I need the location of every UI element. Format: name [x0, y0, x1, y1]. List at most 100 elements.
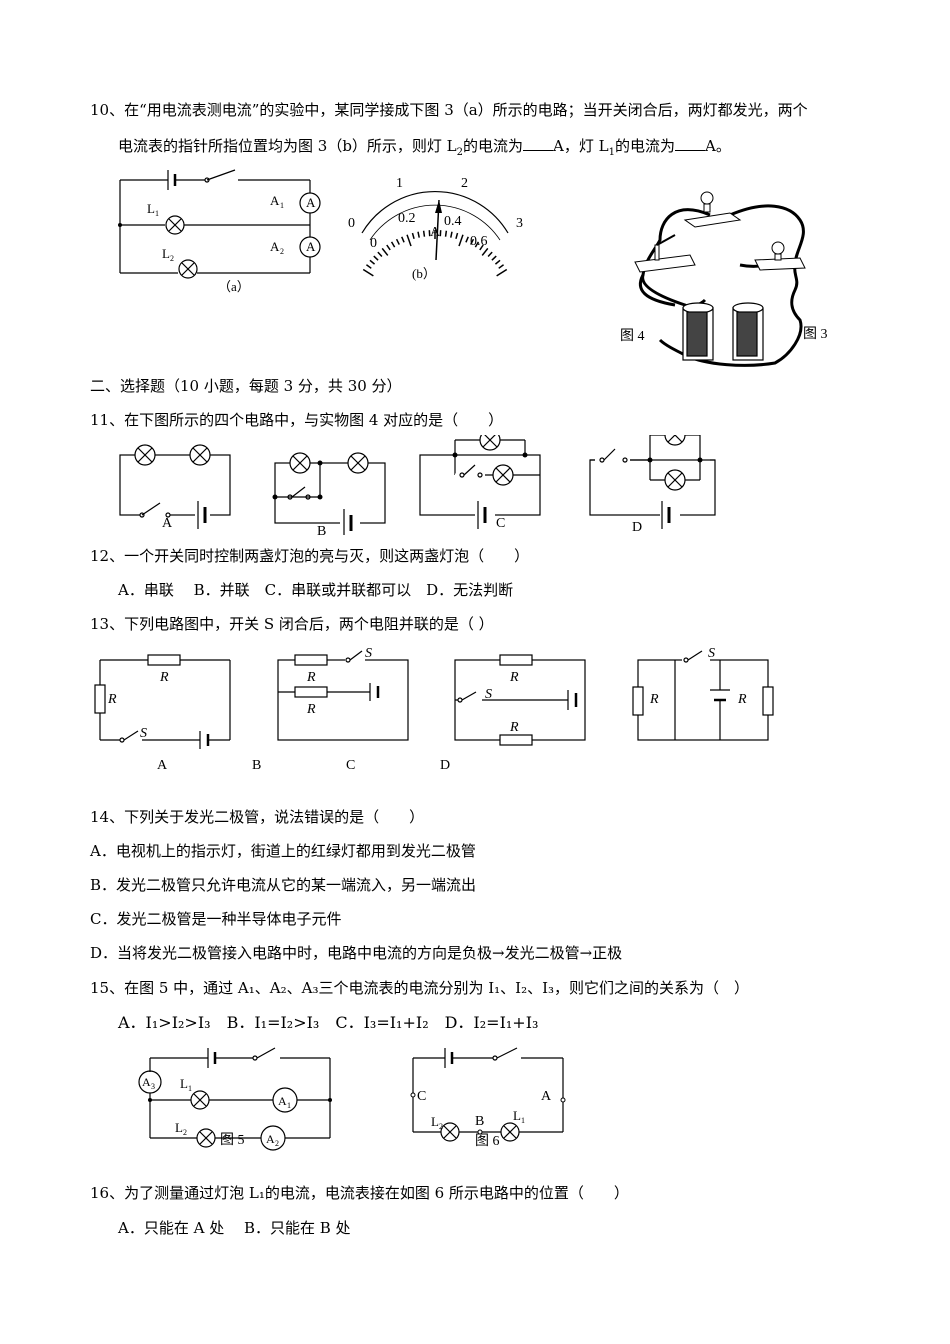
- svg-text:A: A: [266, 1132, 275, 1146]
- svg-text:C: C: [346, 758, 355, 773]
- svg-text:L: L: [513, 1108, 521, 1123]
- meter-tick: [494, 259, 501, 265]
- svg-text:L: L: [175, 1120, 183, 1135]
- meter-tick: [369, 259, 376, 265]
- meter-tick: [366, 264, 372, 269]
- meter-tick: [401, 236, 405, 243]
- svg-text:A: A: [270, 239, 280, 254]
- meter-tick: [381, 247, 389, 256]
- q14-stem: 14、下列关于发光二极管，说法错误的是（ ）: [90, 808, 425, 826]
- q12-options: A．串联 B．并联 C．串联或并联都可以 D．无法判断: [118, 581, 514, 599]
- svg-text:1: 1: [287, 1101, 291, 1110]
- q11-circuits: A B C D: [119, 435, 716, 535]
- svg-text:2: 2: [280, 247, 284, 256]
- svg-text:0.2: 0.2: [398, 211, 416, 226]
- meter-tick: [458, 234, 464, 247]
- q14-option-a: A．电视机上的指示灯，街道上的红绿灯都用到发光二极管: [90, 842, 476, 860]
- meter-tick: [362, 268, 374, 277]
- svg-text:S: S: [708, 646, 715, 661]
- meter-tick: [395, 238, 400, 245]
- svg-text:R: R: [159, 670, 169, 685]
- svg-text:C: C: [417, 1089, 426, 1104]
- svg-text:0: 0: [348, 216, 355, 231]
- q12-stem: 12、一个开关同时控制两盏灯泡的亮与灭，则这两盏灯泡（ ）: [90, 547, 530, 565]
- svg-text:R: R: [649, 692, 659, 707]
- q14-option-c: C．发光二极管是一种半导体电子元件: [90, 910, 342, 928]
- svg-text:1: 1: [280, 201, 284, 210]
- q10-line1: 10、在“用电流表测电流”的实验中，某同学接成下图 3（a）所示的电路；当开关闭…: [90, 101, 808, 119]
- svg-text:B: B: [252, 758, 261, 773]
- meter-tick: [417, 231, 420, 238]
- svg-text:A: A: [157, 758, 168, 773]
- meter-tick: [377, 251, 383, 258]
- svg-text:2: 2: [183, 1128, 187, 1137]
- meter-tick: [487, 251, 493, 258]
- svg-text:1: 1: [396, 176, 403, 191]
- svg-text:图 5: 图 5: [220, 1133, 245, 1148]
- meter-tick: [390, 241, 396, 248]
- svg-text:R: R: [107, 692, 117, 707]
- svg-text:R: R: [306, 670, 316, 685]
- svg-text:3: 3: [516, 216, 523, 231]
- svg-text:A: A: [430, 225, 441, 240]
- svg-text:L: L: [147, 201, 155, 216]
- svg-text:图 6: 图 6: [475, 1134, 500, 1149]
- svg-text:B: B: [317, 524, 326, 535]
- svg-text:图 3: 图 3: [803, 327, 828, 342]
- meter-tick: [455, 232, 459, 240]
- q13-stem: 13、下列电路图中，开关 S 闭合后，两个电阻并联的是（ ）: [90, 615, 494, 633]
- meter-tick: [481, 247, 489, 256]
- svg-text:A: A: [142, 1075, 151, 1089]
- q15-stem: 15、在图 5 中，通过 A₁、A₂、A₃三个电流表的电流分别为 I₁、I₂、I…: [90, 979, 750, 997]
- fig3b-ammeter-dial: 0 1 2 3 0 0.2 0.4 0.6 A (b）: [348, 176, 523, 281]
- meter-tick: [470, 238, 475, 245]
- svg-text:R: R: [509, 670, 519, 685]
- q14-option-b: B．发光二极管只允许电流从它的某一端流入，另一端流出: [90, 876, 477, 894]
- meter-tick: [373, 255, 379, 261]
- meter-tick: [479, 244, 484, 251]
- svg-text:2: 2: [439, 1122, 443, 1131]
- fig4-physical-circuit: 图 4 图 3: [620, 191, 828, 367]
- svg-text:A: A: [306, 239, 316, 254]
- svg-text:R: R: [509, 720, 519, 735]
- svg-text:A: A: [278, 1094, 287, 1108]
- q11-stem: 11、在下图所示的四个电路中，与实物图 4 对应的是（ ）: [90, 411, 504, 429]
- svg-text:L: L: [431, 1114, 439, 1129]
- svg-text:1: 1: [155, 209, 159, 218]
- svg-text:2: 2: [170, 254, 174, 263]
- svg-text:S: S: [365, 646, 372, 661]
- meter-tick: [491, 255, 497, 261]
- meter-tick: [411, 232, 415, 240]
- svg-text:R: R: [737, 692, 747, 707]
- meter-tick: [450, 231, 453, 238]
- meter-tick: [386, 244, 391, 251]
- svg-text:2: 2: [461, 176, 468, 191]
- svg-text:D: D: [632, 520, 642, 535]
- meter-tick: [496, 268, 508, 277]
- svg-text:L: L: [162, 246, 170, 261]
- svg-text:0: 0: [370, 236, 377, 251]
- svg-text:R: R: [306, 702, 316, 717]
- meter-tick: [474, 241, 480, 248]
- svg-text:A: A: [162, 516, 173, 531]
- answer-blank-l2[interactable]: [523, 136, 554, 151]
- svg-text:B: B: [475, 1114, 484, 1129]
- svg-text:3: 3: [151, 1082, 155, 1091]
- meter-tick: [444, 230, 448, 237]
- svg-text:0.4: 0.4: [444, 214, 462, 229]
- answer-blank-l1[interactable]: [675, 136, 705, 151]
- meter-tick: [406, 234, 412, 247]
- fig3a-caption: （a）: [218, 279, 250, 294]
- svg-text:D: D: [440, 758, 450, 773]
- svg-text:S: S: [140, 726, 147, 741]
- svg-text:0.6: 0.6: [470, 234, 488, 249]
- svg-text:图 4: 图 4: [620, 329, 645, 344]
- q15-options: A．I₁>I₂>I₃ B．I₁=I₂>I₃ C．I₃=I₁+I₂ D．I₂=I₁…: [118, 1013, 539, 1032]
- svg-text:L: L: [180, 1076, 188, 1091]
- svg-text:A: A: [270, 193, 280, 208]
- meter-tick: [465, 236, 469, 243]
- ammeter-a-label: A: [306, 195, 316, 210]
